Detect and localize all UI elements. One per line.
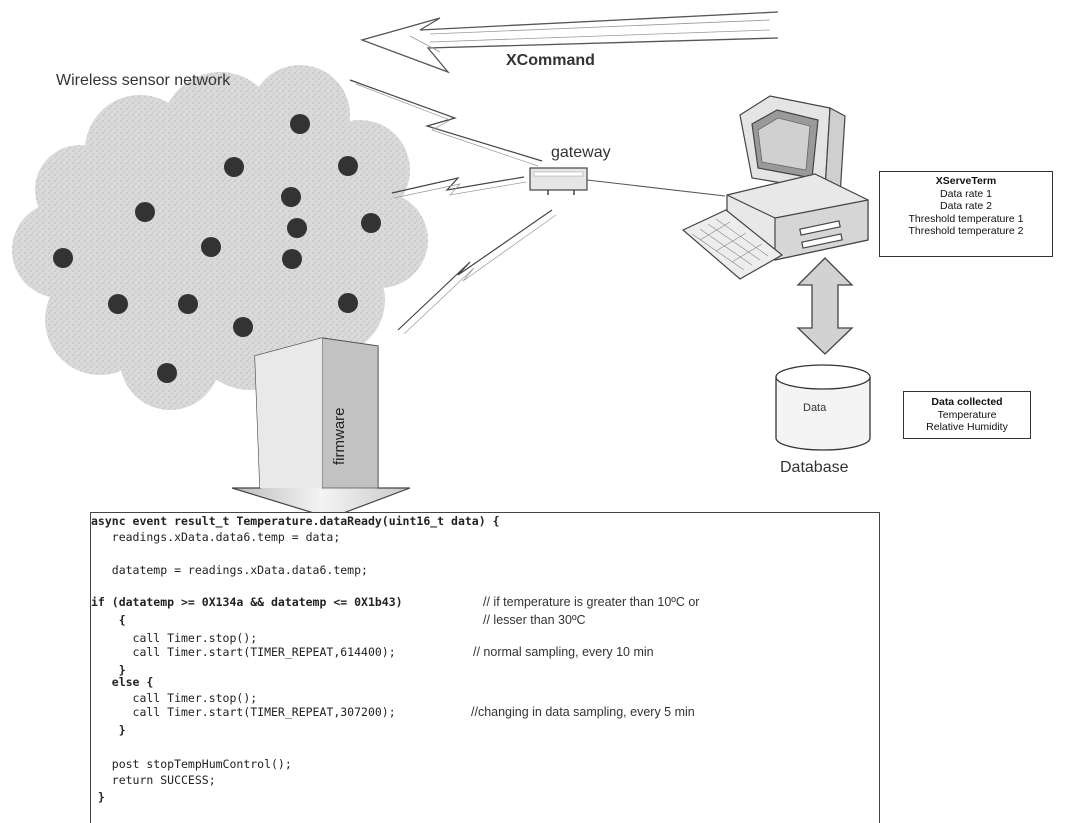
code-line: } <box>91 663 126 677</box>
code-line: post stopTempHumControl(); <box>91 757 292 771</box>
data-collected-item: Temperature <box>937 408 997 421</box>
sensor-node <box>361 213 381 233</box>
xcommand-arrow <box>359 11 779 74</box>
gateway-device <box>529 167 588 195</box>
sensor-node <box>290 114 310 134</box>
gateway-to-computer-line <box>586 179 726 197</box>
code-line: else { <box>91 675 154 689</box>
code-comment: //changing in data sampling, every 5 min <box>471 705 695 719</box>
sensor-node <box>233 317 253 337</box>
code-line: if (datatemp >= 0X134a && datatemp <= 0X… <box>91 595 403 609</box>
sensor-node <box>53 248 73 268</box>
sensor-node <box>157 363 177 383</box>
computer-icon <box>681 95 869 280</box>
code-line: call Timer.stop(); <box>91 631 258 645</box>
code-line: } <box>91 790 105 804</box>
code-line: readings.xData.data6.temp = data; <box>91 530 341 544</box>
network-label: Wireless sensor network <box>56 72 231 89</box>
code-line: { <box>91 613 126 627</box>
sensor-node <box>108 294 128 314</box>
data-collected-title: Data collected <box>931 396 1003 408</box>
sensor-node <box>201 237 221 257</box>
sensor-node <box>135 202 155 222</box>
code-comment: // lesser than 30ºC <box>483 613 586 627</box>
xserveterm-item: Threshold temperature 1 <box>908 212 1024 225</box>
code-comment: // if temperature is greater than 10ºC o… <box>483 595 700 609</box>
sensor-node <box>224 157 244 177</box>
sensor-node <box>338 293 358 313</box>
sensor-node <box>287 218 307 238</box>
sensor-nodes <box>53 114 381 383</box>
code-line: call Timer.start(TIMER_REPEAT,614400); <box>91 645 396 659</box>
firmware-label: firmware <box>331 407 348 465</box>
data-collected-item: Relative Humidity <box>926 421 1008 433</box>
sensor-node <box>281 187 301 207</box>
wireless-link-bottom <box>397 209 553 331</box>
xcommand-label: XCommand <box>506 52 595 69</box>
code-line: call Timer.start(TIMER_REPEAT,307200); <box>91 705 396 719</box>
wireless-link-top <box>349 79 543 162</box>
computer-database-double-arrow <box>796 257 854 355</box>
sensor-node <box>178 294 198 314</box>
xserveterm-item: Threshold temperature 2 <box>908 225 1024 237</box>
database-icon <box>775 364 871 451</box>
data-collected-box: Data collected Temperature Relative Humi… <box>903 391 1031 439</box>
xserveterm-item: Data rate 1 <box>940 187 992 200</box>
code-comment: // normal sampling, every 10 min <box>473 645 654 659</box>
wireless-links <box>349 79 557 335</box>
firmware-code-listing: async event result_t Temperature.dataRea… <box>90 512 880 823</box>
wireless-link-middle <box>391 176 525 194</box>
code-line: datatemp = readings.xData.data6.temp; <box>91 563 368 577</box>
code-line: async event result_t Temperature.dataRea… <box>91 514 500 528</box>
firmware-arrow <box>231 337 411 519</box>
database-label: Database <box>780 459 849 476</box>
xserveterm-title: XServeTerm <box>935 175 997 187</box>
sensor-node <box>338 156 358 176</box>
code-line: } <box>91 723 126 737</box>
code-line: call Timer.stop(); <box>91 691 258 705</box>
xserveterm-box: XServeTerm Data rate 1 Data rate 2 Thres… <box>879 171 1053 257</box>
xserveterm-item: Data rate 2 <box>940 200 992 212</box>
database-data-label: Data <box>803 402 827 414</box>
code-line: return SUCCESS; <box>91 773 216 787</box>
gateway-label: gateway <box>551 144 611 161</box>
sensor-node <box>282 249 302 269</box>
